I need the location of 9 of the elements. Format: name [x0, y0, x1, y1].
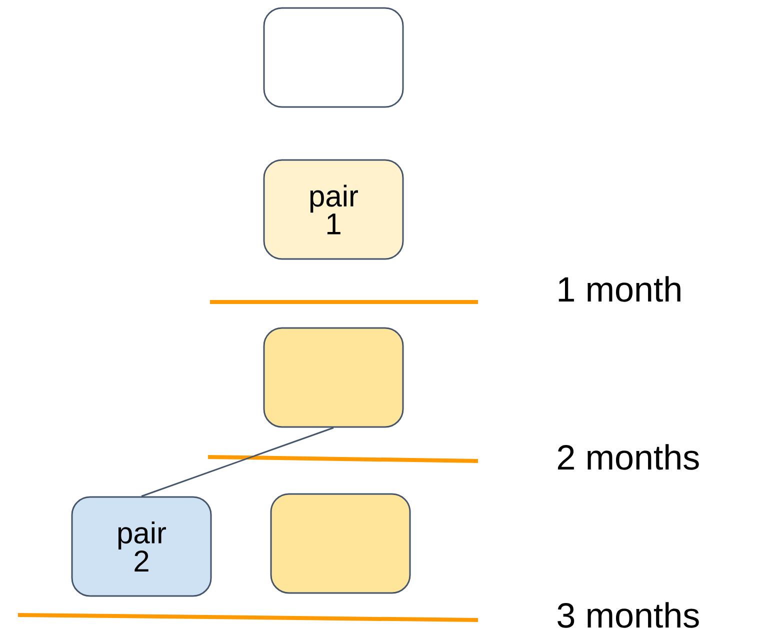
rounded-box — [263, 327, 404, 428]
pair-box: pair 2 — [71, 496, 212, 597]
pair-box: pair 1 — [263, 159, 404, 260]
timeline-label: 2 months — [558, 444, 699, 470]
rounded-box — [263, 7, 404, 108]
timeline-label: 3 months — [558, 602, 699, 628]
rounded-box — [270, 493, 411, 594]
timeline-label: 1 month — [558, 276, 680, 302]
connector-line — [141, 427, 334, 497]
